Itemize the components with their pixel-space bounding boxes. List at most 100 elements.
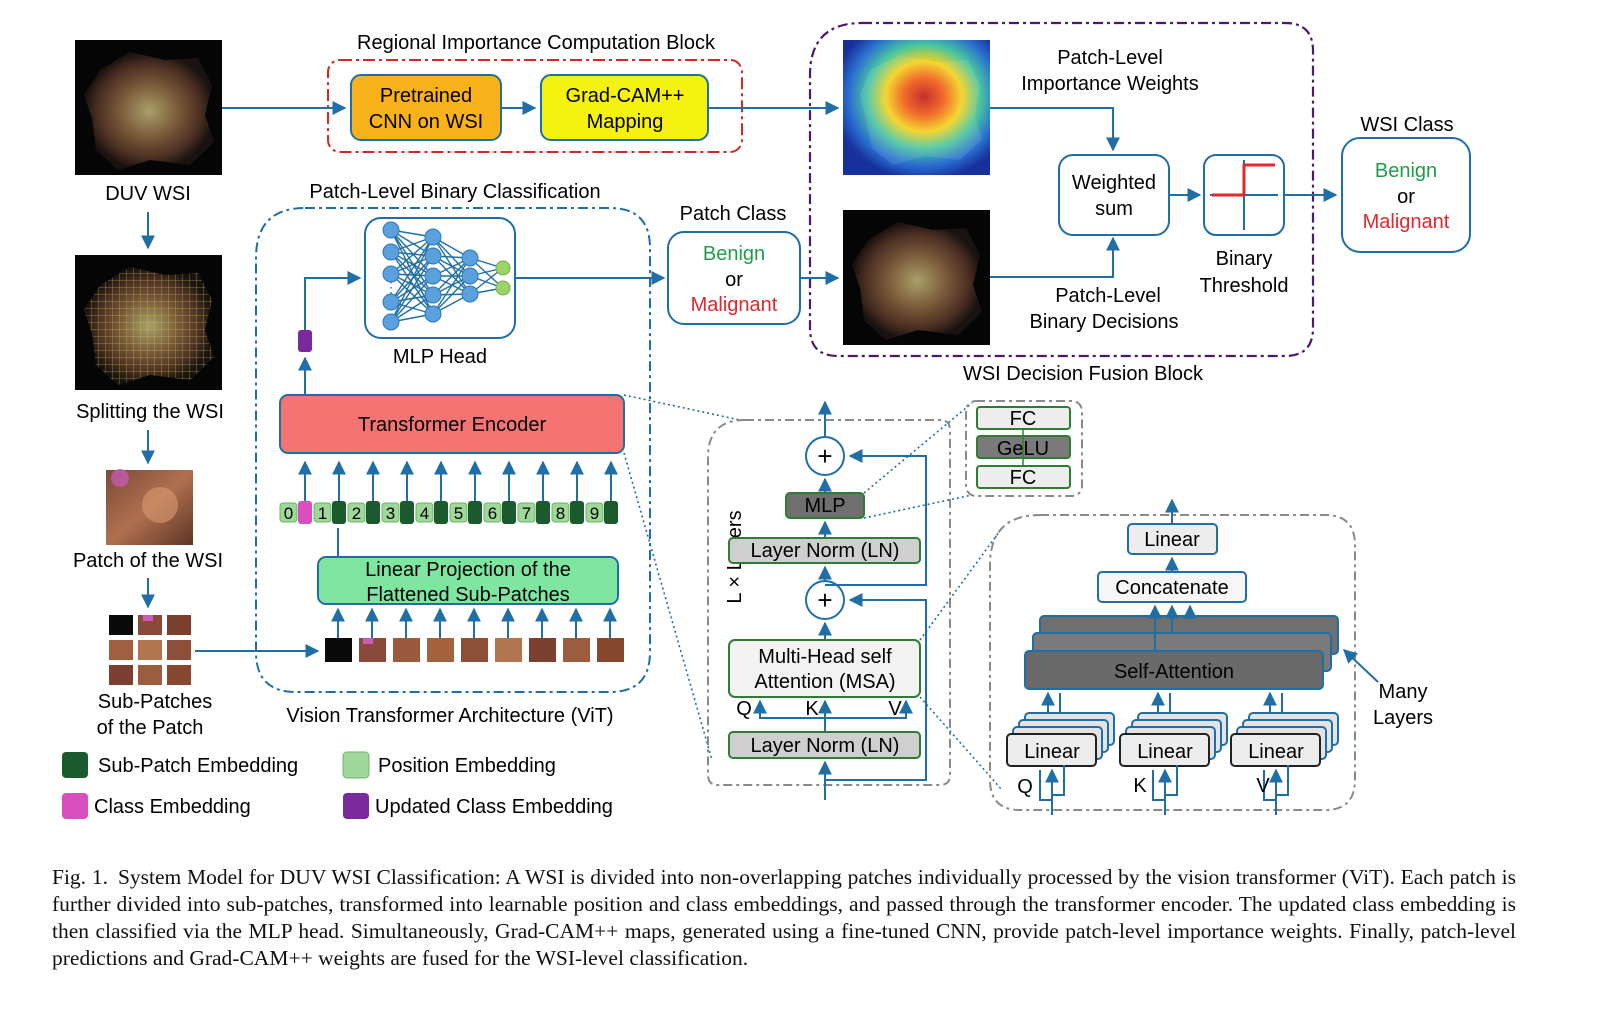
gradcam-label-line2: Mapping xyxy=(587,111,664,133)
position-embedding-token xyxy=(313,502,332,523)
linear-projection-box xyxy=(1006,733,1097,767)
wsi-class-or: or xyxy=(1397,186,1415,208)
vit-block-border xyxy=(255,207,651,693)
sub-patch-embedding-token xyxy=(332,501,346,524)
linear-label: Linear xyxy=(1137,741,1193,763)
cnn-label-line1: Pretrained xyxy=(380,85,472,107)
binary-threshold-label-line1: Binary xyxy=(1216,248,1273,270)
position-embedding-token xyxy=(415,502,434,523)
class-embedding-token xyxy=(298,501,312,524)
nn-node xyxy=(424,247,442,265)
figure-caption-text: System Model for DUV WSI Classification:… xyxy=(52,865,1516,970)
nn-connection xyxy=(390,273,434,315)
sub-patch-embedding-token xyxy=(604,501,618,524)
arrow-class-token-to-mlp-head xyxy=(304,271,362,330)
msa-k-label: K xyxy=(805,698,819,720)
linear-projection-label-line2: Flattened Sub-Patches xyxy=(366,584,569,606)
zoom-line-msa-bottom xyxy=(919,696,1003,791)
mlp-detail-border xyxy=(965,400,1083,497)
nn-node xyxy=(461,267,479,285)
regional-block-title: Regional Importance Computation Block xyxy=(357,32,716,54)
linear-input-branch xyxy=(1165,765,1178,796)
flattened-sub-patch xyxy=(427,638,454,662)
linear-top-label: Linear xyxy=(1144,529,1200,551)
linear-input-branch xyxy=(1052,765,1065,796)
patch-class-title: Patch Class xyxy=(680,203,787,225)
encoder-detail-border xyxy=(707,419,951,786)
wsi-patch-image xyxy=(106,469,193,545)
nn-node xyxy=(424,286,442,304)
nn-connection xyxy=(432,257,471,296)
updated-class-token xyxy=(298,330,312,352)
zoom-line-mlp-top xyxy=(863,402,973,494)
sub-patch-embedding-token xyxy=(536,501,550,524)
arrow-decisions-to-weighted-sum xyxy=(990,236,1120,278)
legend-swatch-sub-patch-embedding xyxy=(62,752,88,778)
layer-norm-top-box xyxy=(728,537,921,564)
nn-node xyxy=(424,228,442,246)
layer-norm-bottom-label: Layer Norm (LN) xyxy=(751,735,900,757)
regional-block-border xyxy=(327,59,743,153)
legend-swatch-position-embedding xyxy=(342,751,370,779)
linear-input-branch xyxy=(1039,770,1052,801)
legend-swatch-updated-class-embedding xyxy=(343,793,369,819)
weighted-sum-label-line2: sum xyxy=(1095,198,1133,220)
patch-class-malignant: Malignant xyxy=(691,294,778,316)
arrow-ln1-to-msa-q xyxy=(753,699,825,719)
arrow-ln1-to-msa-v xyxy=(825,699,913,719)
nn-node xyxy=(382,313,400,331)
residual-skip-top xyxy=(825,449,927,586)
token-number: 5 xyxy=(454,504,463,523)
token-number: 4 xyxy=(420,504,429,523)
figure-caption: Fig. 1.System Model for DUV WSI Classifi… xyxy=(52,864,1516,972)
legend-class-embedding: Class Embedding xyxy=(94,796,251,818)
nn-node xyxy=(382,243,400,261)
linear-projection-box xyxy=(1119,733,1210,767)
linear-projection-box xyxy=(317,556,619,605)
legend-swatch-class-embedding xyxy=(62,793,88,819)
sub-patch-embedding-token xyxy=(502,501,516,524)
neural-network-icon: ⋮ xyxy=(382,221,511,331)
vit-title: Vision Transformer Architecture (ViT) xyxy=(286,705,613,727)
zoom-line-msa-top xyxy=(919,527,1003,641)
linear-input-branch xyxy=(1152,770,1165,801)
position-embedding-token xyxy=(483,502,502,523)
msa-v-label: V xyxy=(888,698,902,720)
mlp-head-label: MLP Head xyxy=(393,346,487,368)
legend-position-embedding: Position Embedding xyxy=(378,755,556,777)
duv-wsi-image xyxy=(75,40,222,175)
split-wsi-image xyxy=(75,255,222,390)
binary-decisions-label-line1: Patch-Level xyxy=(1055,285,1161,307)
linear-input-branch xyxy=(1263,770,1276,801)
nn-node xyxy=(382,221,400,239)
many-layers-label-line2: Layers xyxy=(1373,707,1433,729)
residual-add-top-sign: + xyxy=(817,441,832,471)
token-number: 6 xyxy=(488,504,497,523)
flattened-sub-patch xyxy=(495,638,522,662)
flattened-sub-patch xyxy=(563,638,590,662)
transformer-encoder-label: Transformer Encoder xyxy=(358,414,547,436)
nn-connection xyxy=(432,257,471,315)
transformer-encoder-box xyxy=(279,394,625,454)
nn-node xyxy=(382,293,400,311)
token-number: 2 xyxy=(352,504,361,523)
duv-wsi-label: DUV WSI xyxy=(105,183,191,205)
residual-add-bottom-sign: + xyxy=(817,585,832,615)
zoom-line-mlp-bottom xyxy=(863,494,973,519)
gradcam-label-line1: Grad-CAM++ xyxy=(566,85,685,107)
token-number: 8 xyxy=(556,504,565,523)
wsi-class-title: WSI Class xyxy=(1360,114,1453,136)
binary-decision-wsi-image xyxy=(843,210,990,345)
nn-node xyxy=(461,249,479,267)
flattened-sub-patch xyxy=(529,638,556,662)
token-number: 1 xyxy=(318,504,327,523)
nn-node xyxy=(382,265,400,283)
sub-patch-highlight xyxy=(363,638,373,644)
nn-connection xyxy=(390,229,434,277)
position-embedding-token xyxy=(585,502,604,523)
nn-connection xyxy=(390,251,434,315)
many-layers-label-line1: Many xyxy=(1379,681,1428,703)
nn-connection xyxy=(390,275,434,323)
msa-label-line1: Multi-Head self xyxy=(758,646,892,668)
layer-norm-top-label: Layer Norm (LN) xyxy=(751,540,900,562)
